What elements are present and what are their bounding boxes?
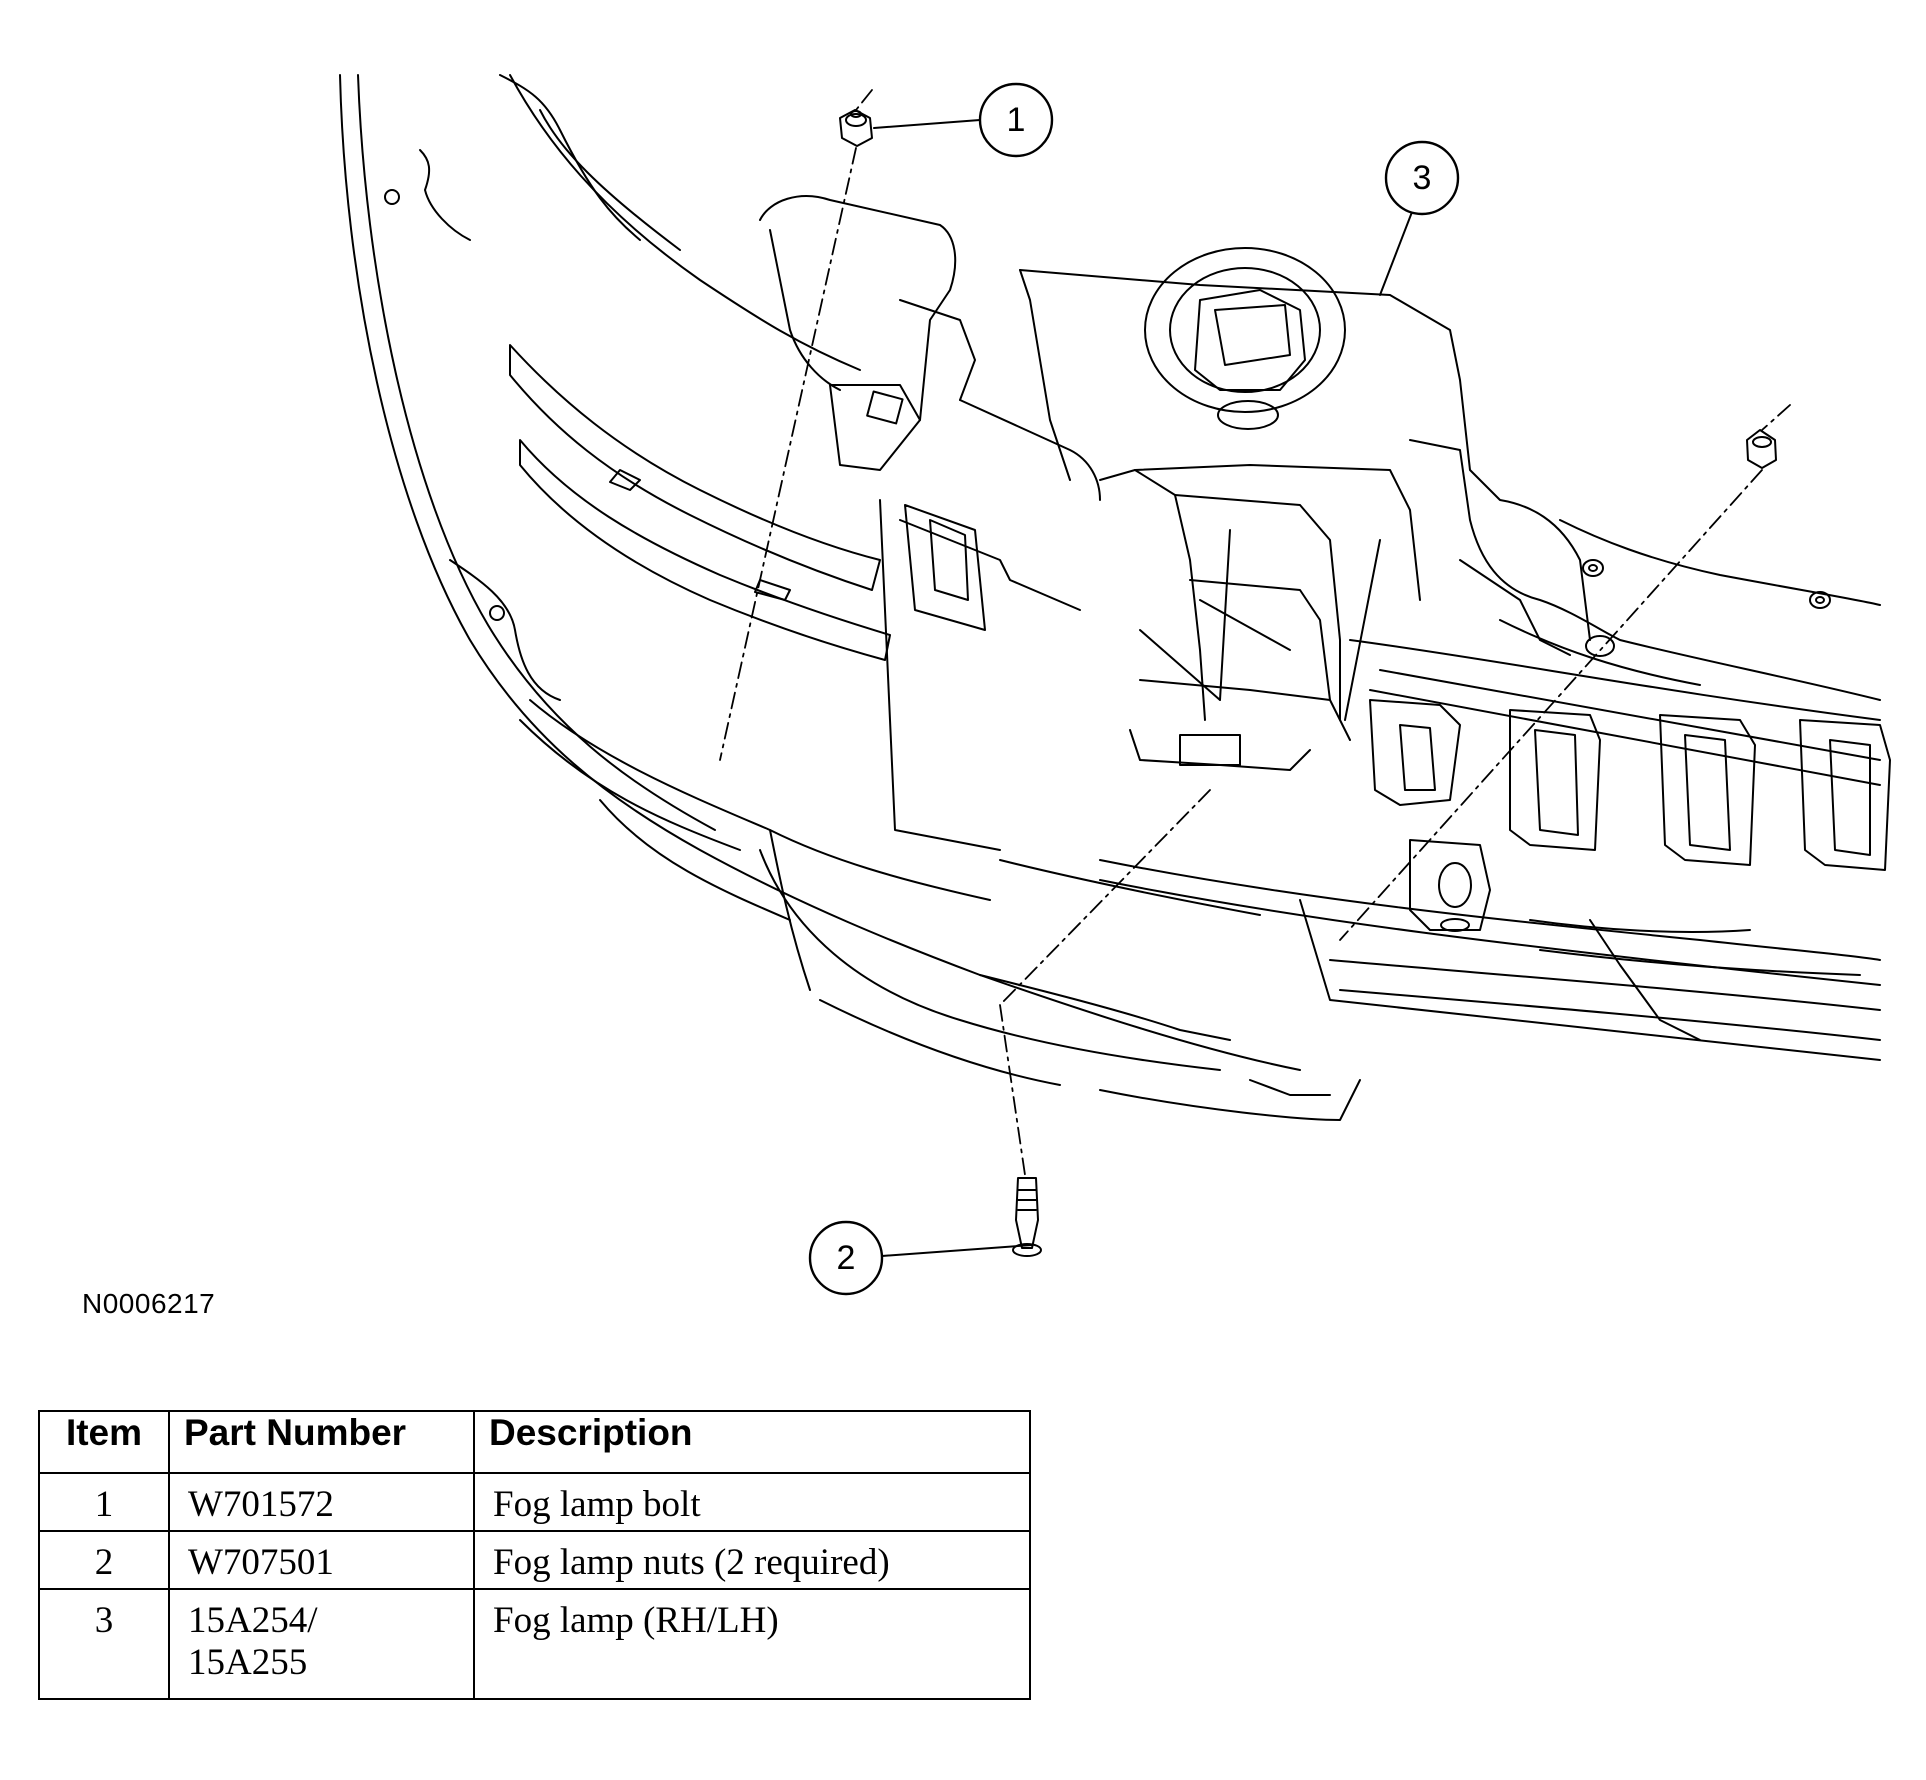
description-cell: Fog lamp bolt — [473, 1472, 1031, 1532]
callout-2-number: 2 — [837, 1239, 856, 1277]
item-cell: 1 — [38, 1472, 170, 1532]
item-cell: 3 — [38, 1588, 170, 1700]
callout-1-number: 1 — [1007, 101, 1026, 139]
table-row: 3 15A254/ 15A255 Fog lamp (RH/LH) — [38, 1588, 1031, 1700]
lower-grille-right — [979, 439, 1891, 1121]
mounting-bracket — [759, 195, 1081, 851]
assembly-centerlines — [719, 89, 1791, 1176]
part-number-cell: W701572 — [168, 1472, 475, 1532]
table-row: 2 W707501 Fog lamp nuts (2 required) — [38, 1530, 1031, 1590]
callout-3-number: 3 — [1413, 159, 1432, 197]
callout-2: 2 — [808, 1220, 1033, 1296]
column-header-item: Item — [38, 1410, 170, 1474]
column-header-description: Description — [473, 1410, 1031, 1474]
column-header-part-number: Part Number — [168, 1410, 475, 1474]
figure-id-label: N0006217 — [82, 1288, 216, 1319]
callout-1: 1 — [873, 82, 1054, 158]
description-cell: Fog lamp (RH/LH) — [473, 1588, 1031, 1700]
item-cell: 2 — [38, 1530, 170, 1590]
fog-lamp-assembly — [959, 247, 1591, 771]
fog-lamp-nut-upper-part — [1746, 429, 1777, 469]
grille-openings — [509, 344, 986, 661]
part-number-cell: 15A254/ 15A255 — [168, 1588, 475, 1700]
description-cell: Fog lamp nuts (2 required) — [473, 1530, 1031, 1590]
table-row: 1 W701572 Fog lamp bolt — [38, 1472, 1031, 1532]
callout-3: 3 — [1379, 140, 1460, 296]
table-header-row: Item Part Number Description — [38, 1410, 1031, 1474]
fog-lamp-nut-lower-part — [1012, 1177, 1042, 1257]
part-number-cell: W707501 — [168, 1530, 475, 1590]
parts-table: Item Part Number Description 1 W701572 F… — [38, 1410, 1031, 1700]
exploded-view-drawing: 1 3 2 — [339, 74, 1891, 1296]
bumper-fascia — [339, 74, 1301, 1086]
fog-lamp-bolt-part — [839, 109, 873, 147]
